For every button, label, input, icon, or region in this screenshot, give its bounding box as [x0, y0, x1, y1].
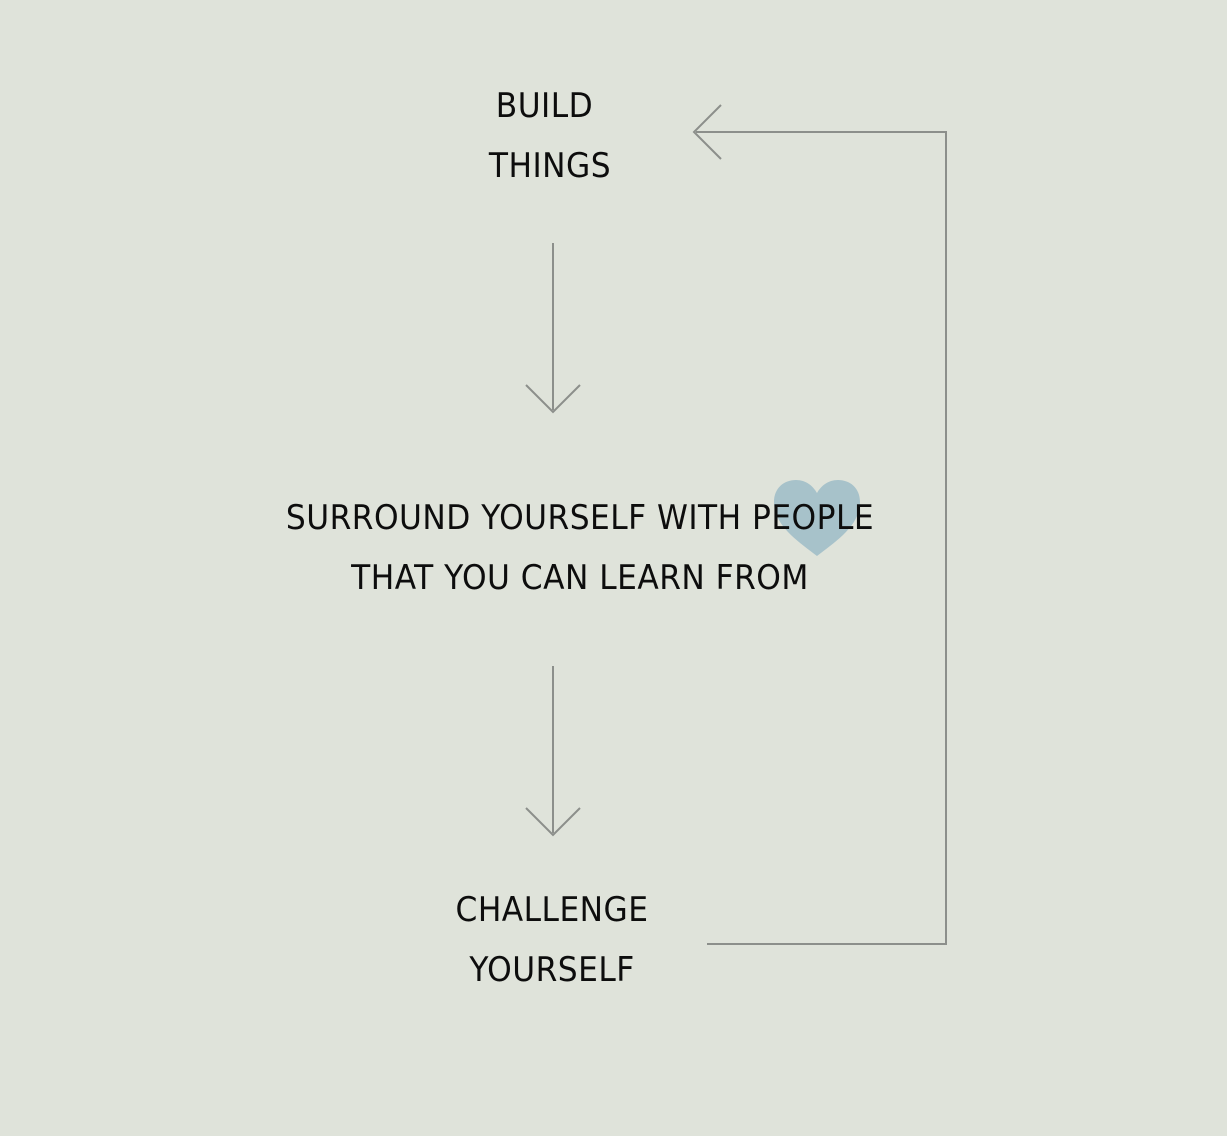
node-challenge-yourself: CHALLENGE YOURSELF — [414, 880, 690, 1000]
node-surround-yourself-line-2: THAT YOU CAN LEARN FROM — [351, 558, 809, 598]
node-surround-yourself: SURROUND YOURSELF WITH PEOPLE THAT YOU C… — [240, 488, 921, 608]
node-build-things: BUILD THINGS — [430, 76, 669, 196]
arrow-surround-to-challenge — [525, 666, 581, 837]
arrow-challenge-to-build — [692, 104, 947, 945]
arrow-build-to-surround — [525, 243, 581, 414]
node-challenge-yourself-line-2: YOURSELF — [469, 950, 635, 990]
heart-icon — [774, 480, 860, 556]
node-build-things-line-1: BUILD — [495, 86, 594, 126]
heart-shape — [774, 480, 860, 556]
node-build-things-line-2: THINGS — [488, 146, 612, 186]
node-challenge-yourself-line-1: CHALLENGE — [455, 890, 649, 930]
node-surround-yourself-line-1: SURROUND YOURSELF WITH PEOPLE — [285, 498, 875, 538]
